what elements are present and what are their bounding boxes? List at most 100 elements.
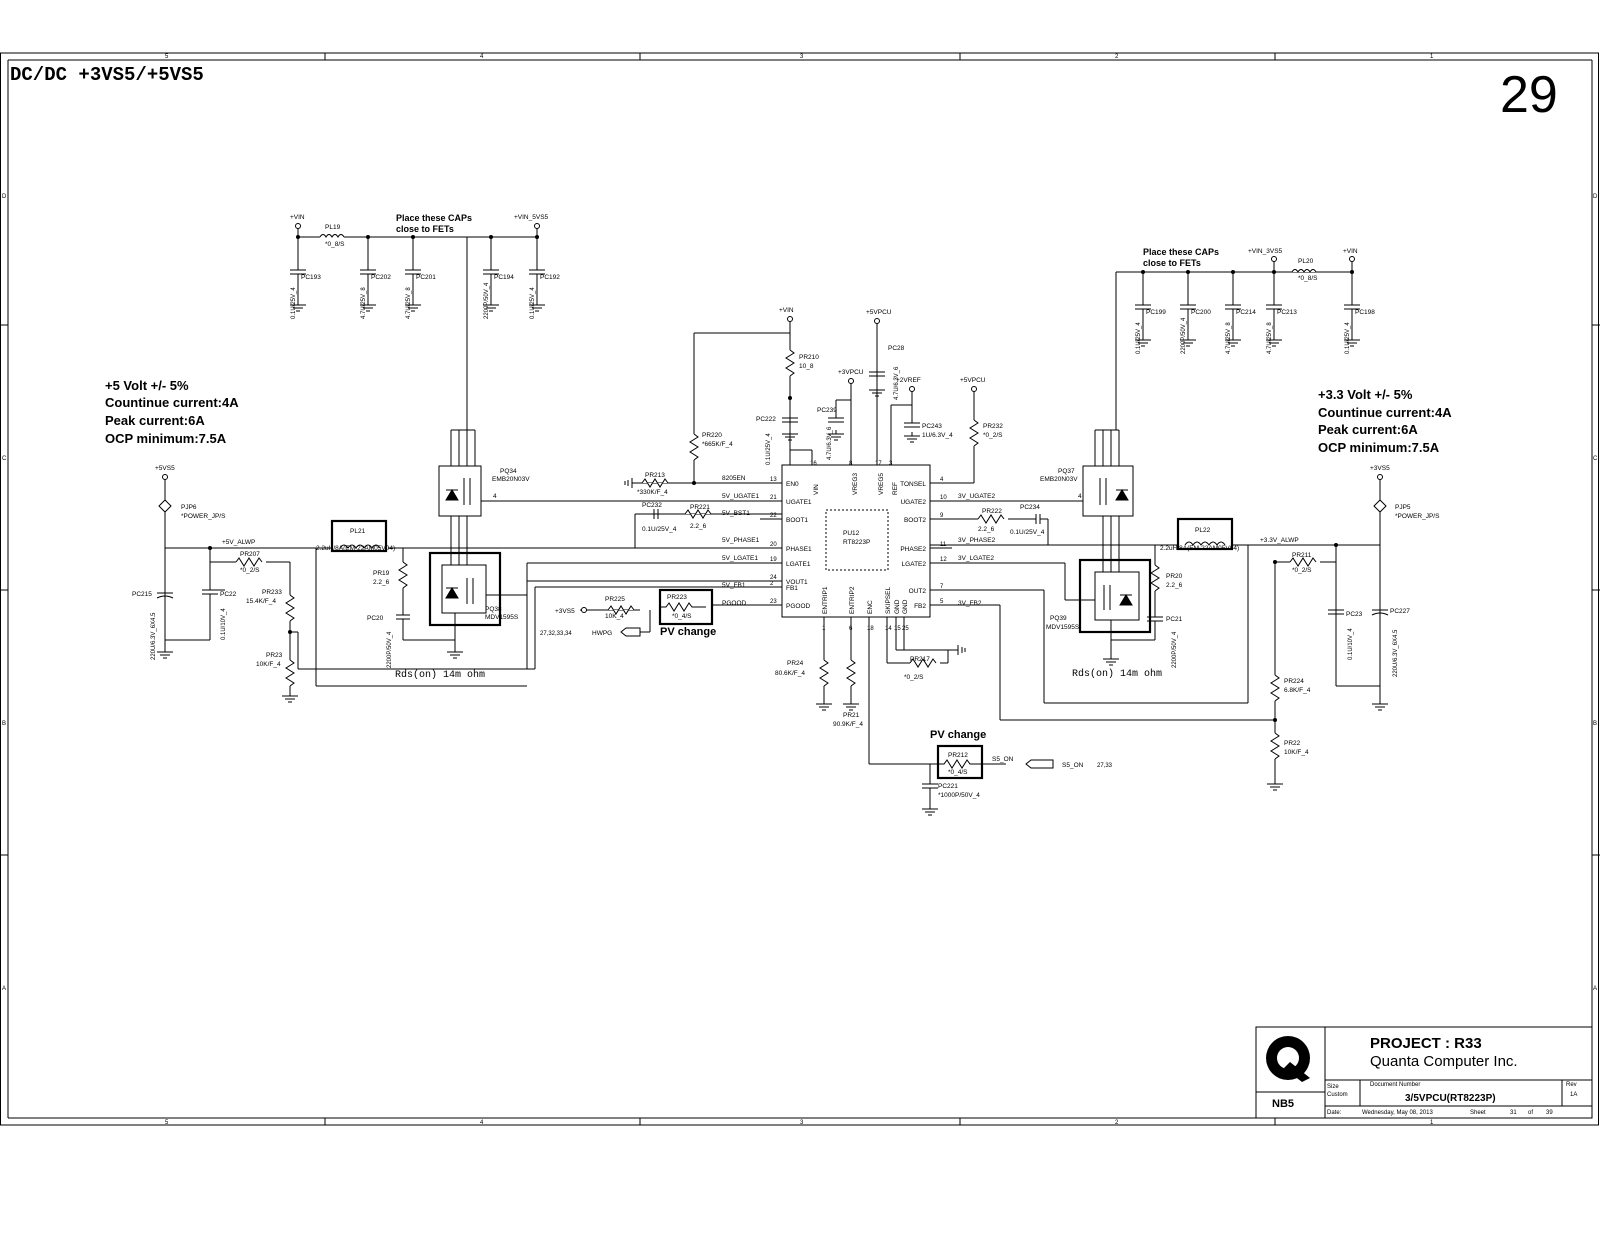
pin-name: OUT2 — [909, 588, 927, 595]
ground-icon — [1344, 336, 1360, 347]
zone-column-label: 4 — [480, 1120, 484, 1126]
pin-name: VOUT1 — [786, 579, 808, 586]
spec-line: +5 Volt +/- 5% — [105, 378, 189, 393]
mosfet-pq39 — [1078, 558, 1152, 634]
pv-change-note: PV change — [660, 626, 716, 638]
controller-ic: PU12 RT8223P — [781, 464, 931, 618]
docnum-label: Document Number — [1370, 1082, 1420, 1088]
spec-line: Peak current:6A — [105, 413, 205, 428]
sheet-title: DC/DC +3VS5/+5VS5 — [10, 64, 204, 86]
page-number: 29 — [1500, 66, 1558, 124]
net-label: 8205EN — [722, 475, 746, 482]
sheet-label: Sheet — [1470, 1110, 1486, 1116]
component-ref: PR24 — [787, 660, 804, 667]
component-value: 2.2uH/8A(EM-22AM05V04) — [1160, 545, 1239, 552]
component-ref: PC199 — [1146, 309, 1166, 316]
right-power-stage: PQ37 EMB20N03V 4 PQ39 MDV1595S PR222 2.2… — [930, 272, 1440, 780]
net-label: 3V_PHASE2 — [958, 537, 996, 544]
net-label: +5VPCU — [866, 309, 892, 316]
component-value: 0.1U/25V_4 — [766, 433, 772, 465]
net-label: +3VS5 — [555, 608, 575, 615]
spec-line: Peak current:6A — [1318, 422, 1418, 437]
ground-icon — [360, 301, 376, 312]
net-label: +VIN — [290, 214, 305, 221]
capacitor-pc198: PC198 0.1U/25V_4 — [1344, 270, 1375, 354]
component-value: 220U/6.3V_6X4.5 — [151, 612, 157, 660]
pin-number: 13 — [770, 477, 777, 483]
right-input-filter: Place these CAPs close to FETs +VIN_3VS5… — [1116, 247, 1358, 282]
zone-column-label: 1 — [1430, 1120, 1434, 1126]
component-value: 0.1U/25V_4 — [1345, 322, 1351, 354]
component-value: 4.7U/25V_8 — [1226, 322, 1232, 354]
component-value: 15.4K/F_4 — [246, 598, 276, 605]
component-ref: PR20 — [1166, 573, 1183, 580]
ground-icon — [782, 430, 798, 441]
ic-ref: PU12 — [843, 530, 860, 537]
pin-name: EN0 — [786, 481, 799, 488]
component-ref: PC198 — [1355, 309, 1375, 316]
component-ref: PR217 — [910, 656, 930, 663]
pin-name: VREG3 — [852, 473, 859, 495]
net-label: 5V_FB1 — [722, 582, 746, 589]
component-value: *0_2/S — [240, 567, 260, 574]
capacitor-pc214: PC214 4.7U/25V_8 — [1225, 270, 1256, 354]
pin-number: 15 — [894, 626, 901, 632]
pin-number: 5 — [940, 599, 944, 605]
pin-name: SKIPSEL — [885, 587, 892, 614]
pin-name: REF — [892, 482, 899, 495]
right-input-caps: PC1990.1U/25V_4PC2002200P/50V_4PC2144.7U… — [1135, 270, 1375, 354]
component-ref: PQ34 — [500, 468, 517, 475]
of-value: 39 — [1546, 1110, 1553, 1116]
component-ref: PR220 — [702, 432, 722, 439]
rev-value: 1A — [1570, 1092, 1577, 1098]
component-value: 1U/6.3V_4 — [922, 432, 953, 439]
component-value: 0.1U/25V_4 — [291, 287, 297, 319]
component-value: 2200P/50V_4 — [387, 631, 393, 668]
component-ref: PC214 — [1236, 309, 1256, 316]
spec-line: OCP minimum:7.5A — [105, 431, 227, 446]
component-ref: PR225 — [605, 596, 625, 603]
component-value: MDV1595S — [1046, 624, 1080, 631]
company-name: Quanta Computer Inc. — [1370, 1053, 1518, 1070]
component-ref: PR22 — [1284, 740, 1301, 747]
component-value: *POWER_JP/S — [1395, 513, 1440, 520]
ground-icon — [1180, 336, 1196, 347]
sheet-frame — [0, 52, 1599, 1126]
component-value: 4.7U/25V_8 — [1267, 322, 1273, 354]
ground-symbols — [157, 301, 1388, 816]
component-ref: PC194 — [494, 274, 514, 281]
rds-note: Rds(on) 14m ohm — [1072, 668, 1162, 680]
component-value: *0_4/S — [672, 613, 692, 620]
component-value: *665K/F_4 — [702, 441, 733, 448]
logo-text: NB5 — [1272, 1098, 1294, 1110]
zone-column-label: 2 — [1115, 1120, 1119, 1126]
component-ref: PR210 — [799, 354, 819, 361]
component-value: *1000P/50V_4 — [938, 792, 980, 799]
component-value: EMB20N03V — [492, 476, 530, 483]
ground-icon — [282, 692, 298, 703]
component-ref: PC243 — [922, 423, 942, 430]
component-ref: PC28 — [888, 345, 905, 352]
component-value: 0.1U/10V_4 — [1348, 628, 1354, 660]
ground-icon — [483, 301, 499, 312]
net-label: 3V_FB2 — [958, 600, 982, 607]
pin-number: 9 — [940, 513, 944, 519]
ground-icon — [1225, 336, 1241, 347]
pin-number: 25 — [902, 626, 909, 632]
component-ref: PQ39 — [1050, 615, 1067, 622]
net-label: +5VS5 — [155, 465, 175, 472]
ground-icon — [405, 301, 421, 312]
component-ref: PC222 — [756, 416, 776, 423]
svg-text:4: 4 — [1078, 493, 1082, 500]
